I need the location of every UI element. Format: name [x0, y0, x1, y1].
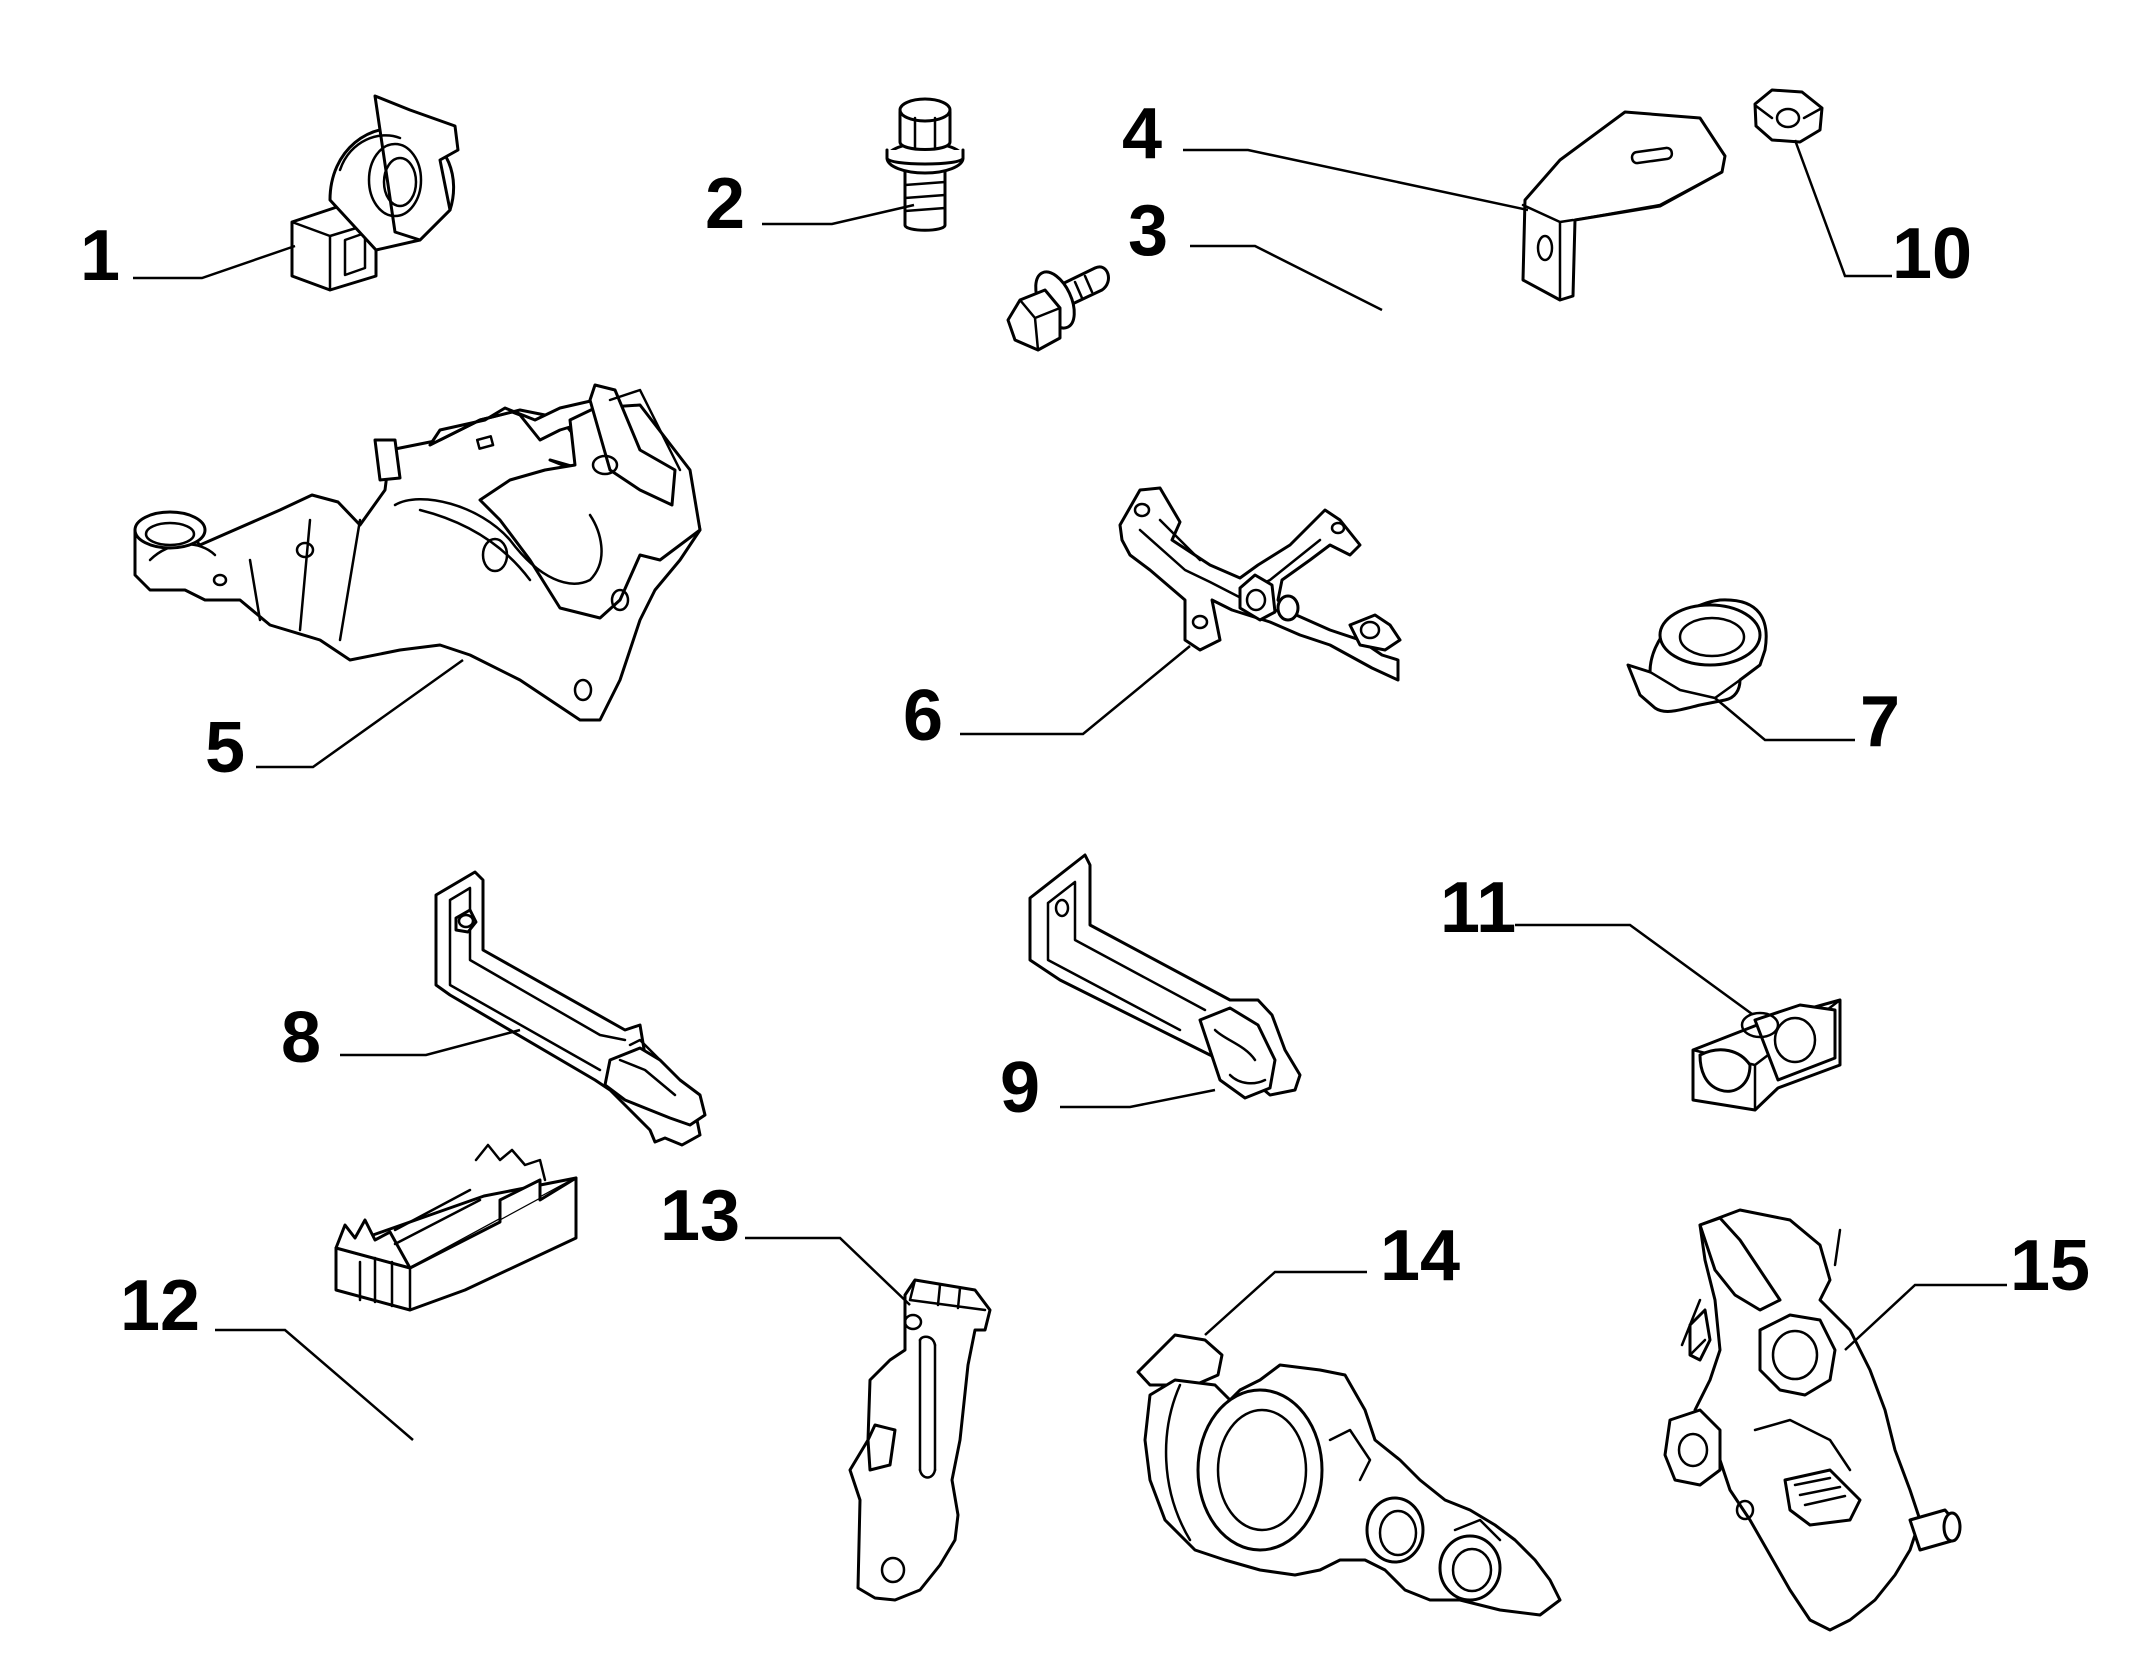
part-3-bolt[interactable] [1006, 265, 1110, 352]
callout-10: 10 [1892, 214, 1972, 294]
callout-6: 6 [903, 676, 943, 756]
callout-15: 15 [2010, 1226, 2090, 1306]
leader-10 [1793, 139, 1892, 278]
part-11-double-clip[interactable] [1691, 998, 1842, 1112]
part-6-cross-bracket[interactable] [1118, 486, 1402, 682]
leader-1 [133, 244, 296, 280]
leader-4 [1183, 148, 1529, 212]
leader-15 [1844, 1283, 2007, 1351]
callout-14: 14 [1380, 1216, 1460, 1296]
leader-8 [340, 1028, 521, 1057]
callout-12: 12 [120, 1266, 200, 1346]
part-1-cable-clip[interactable] [290, 94, 460, 292]
callout-4: 4 [1122, 94, 1162, 174]
part-10-nut[interactable] [1753, 88, 1824, 144]
leader-14 [1204, 1270, 1367, 1336]
part-9-bracket-clip[interactable] [1028, 853, 1302, 1100]
leader-5 [256, 658, 464, 769]
part-2-flange-bolt[interactable] [885, 97, 965, 232]
callout-2: 2 [705, 164, 745, 244]
callout-7: 7 [1860, 682, 1900, 762]
leader-7 [1714, 697, 1855, 742]
leader-9 [1060, 1088, 1216, 1109]
part-7-ring-grommet[interactable] [1626, 598, 1768, 713]
part-13-strap-bracket[interactable] [848, 1278, 992, 1602]
part-14-cable-holder[interactable] [1136, 1333, 1562, 1617]
part-8-long-bracket[interactable] [434, 870, 707, 1147]
callout-9: 9 [1000, 1048, 1040, 1128]
callout-1: 1 [80, 216, 120, 296]
callout-11: 11 [1440, 868, 1516, 948]
callout-5: 5 [205, 708, 245, 788]
part-12-comb-clip[interactable] [334, 1143, 578, 1312]
part-4-bracket-plate[interactable] [1521, 110, 1727, 302]
leader-13 [745, 1236, 911, 1306]
leader-6 [960, 645, 1191, 736]
leader-2 [762, 203, 915, 226]
leader-3 [1190, 244, 1383, 312]
callout-8: 8 [281, 998, 321, 1078]
leader-12 [215, 1328, 414, 1441]
callout-13: 13 [660, 1176, 740, 1256]
callout-3: 3 [1128, 191, 1168, 271]
part-15-harness-bracket[interactable] [1663, 1208, 1962, 1632]
part-5-support-bracket[interactable] [133, 383, 702, 722]
leader-11 [1515, 923, 1753, 1016]
